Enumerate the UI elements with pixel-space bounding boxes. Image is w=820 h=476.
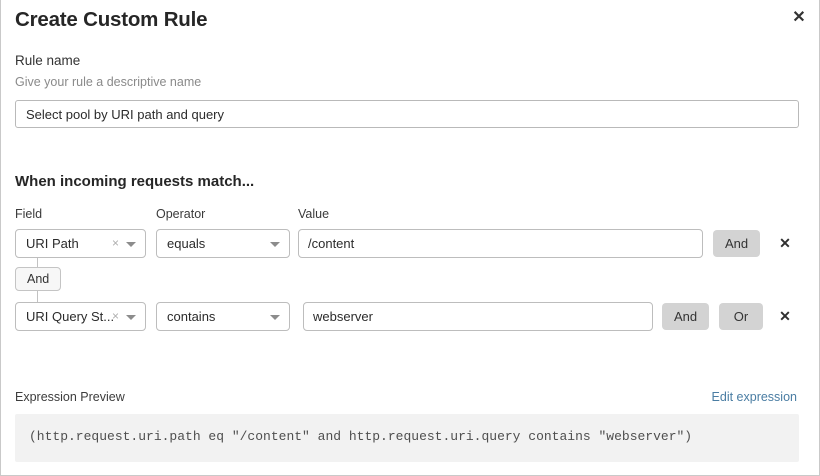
edit-expression-link[interactable]: Edit expression bbox=[711, 390, 797, 404]
and-button-row-1[interactable]: And bbox=[713, 230, 761, 257]
column-header-operator: Operator bbox=[156, 207, 206, 221]
connector-line-top bbox=[37, 258, 38, 268]
clear-icon[interactable]: × bbox=[111, 309, 119, 323]
column-header-field: Field bbox=[15, 207, 43, 221]
and-button-row-2[interactable]: And bbox=[662, 303, 710, 330]
chevron-down-icon bbox=[126, 242, 136, 247]
or-button-row-2[interactable]: Or bbox=[719, 303, 763, 330]
close-icon[interactable]: ✕ bbox=[787, 6, 811, 30]
column-header-value: Value bbox=[298, 207, 330, 221]
chevron-down-icon bbox=[126, 315, 136, 320]
condition-row: URI Path × equals And ✕ bbox=[1, 229, 819, 259]
rule-name-help-text: Give your rule a descriptive name bbox=[15, 75, 202, 89]
rule-name-label: Rule name bbox=[15, 53, 81, 68]
delete-condition-row-1[interactable]: ✕ bbox=[775, 232, 795, 254]
page-title: Create Custom Rule bbox=[15, 8, 208, 31]
rule-name-input[interactable] bbox=[15, 100, 799, 128]
match-section-heading: When incoming requests match... bbox=[15, 173, 255, 190]
expression-preview-label: Expression Preview bbox=[15, 390, 125, 404]
operator-select-row-1[interactable]: equals bbox=[156, 229, 290, 258]
value-input-row-1[interactable] bbox=[298, 229, 703, 258]
value-input-row-2[interactable] bbox=[303, 302, 653, 331]
expression-preview-box: (http.request.uri.path eq "/content" and… bbox=[15, 414, 799, 462]
field-select-value-row-2: URI Query St... bbox=[26, 309, 115, 324]
operator-select-row-2[interactable]: contains bbox=[156, 302, 290, 331]
chevron-down-icon bbox=[270, 315, 280, 320]
connector-line-bottom bbox=[37, 291, 38, 303]
clear-icon[interactable]: × bbox=[111, 236, 119, 250]
condition-row: URI Query St... × contains And Or ✕ bbox=[1, 302, 819, 332]
field-select-value-row-1: URI Path bbox=[26, 236, 79, 251]
group-connector-and-button[interactable]: And bbox=[15, 267, 62, 291]
field-select-row-1[interactable]: URI Path × bbox=[15, 229, 146, 258]
delete-condition-row-2[interactable]: ✕ bbox=[775, 305, 795, 327]
operator-select-value-row-1: equals bbox=[167, 236, 206, 251]
operator-select-value-row-2: contains bbox=[167, 309, 216, 324]
expression-preview-text: (http.request.uri.path eq "/content" and… bbox=[29, 429, 693, 444]
field-select-row-2[interactable]: URI Query St... × bbox=[15, 302, 146, 331]
chevron-down-icon bbox=[270, 242, 280, 247]
